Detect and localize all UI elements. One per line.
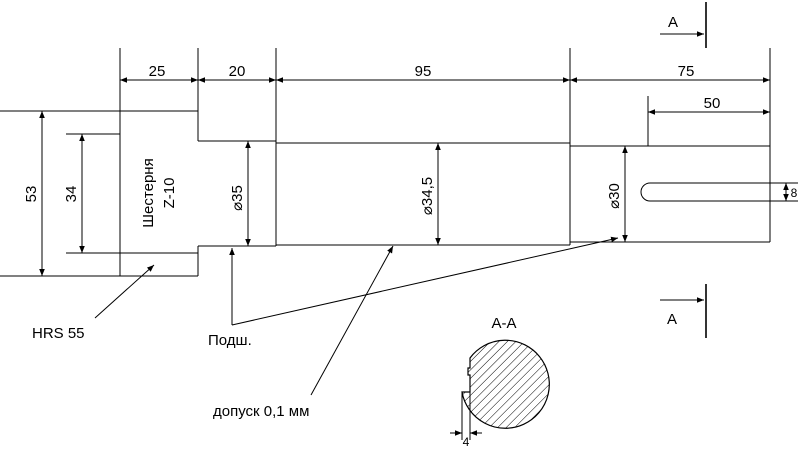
dimension-texts: 25 20 95 75 50 53 34 ⌀35 ⌀34,5 ⌀30 8: [23, 63, 798, 215]
section-mark-top: A: [660, 2, 707, 48]
dim-dia-gear-inner: 34: [63, 186, 80, 203]
dim-dia-bearing: ⌀35: [229, 185, 246, 211]
gear-label-line2: Z-10: [161, 178, 178, 209]
section-mark-bottom-label: A: [667, 311, 677, 328]
dim-len-main: 95: [415, 63, 432, 80]
material-label: HRS 55: [32, 325, 85, 342]
dim-dia-main: ⌀34,5: [419, 177, 436, 215]
dim-keyway-width: 8: [791, 186, 798, 200]
dim-dia-end: ⌀30: [606, 183, 623, 209]
tolerance-label: допуск 0,1 мм: [213, 403, 309, 420]
dim-len-step2: 20: [229, 63, 246, 80]
gear-label-line1: Шестерня: [140, 158, 157, 227]
section-key-depth: 4: [463, 435, 470, 449]
dim-len-gear: 25: [149, 63, 166, 80]
keyway-slot: [640, 182, 770, 202]
shaft-outline: [0, 86, 771, 277]
section-title: A-A: [491, 315, 516, 332]
section-mark-top-label: A: [668, 14, 678, 31]
dim-len-end: 75: [678, 63, 695, 80]
dim-dia-outer: 53: [23, 186, 40, 203]
bearing-label: Подш.: [208, 332, 252, 349]
dimension-lines: [39, 77, 789, 276]
dim-len-keyway: 50: [704, 95, 721, 112]
section-hatched-profile: [461, 339, 550, 429]
gear-label: Шестерня Z-10: [140, 158, 178, 227]
section-mark-bottom: A: [660, 284, 707, 338]
section-view: A-A 4: [450, 315, 550, 449]
leaders: [94, 236, 619, 396]
